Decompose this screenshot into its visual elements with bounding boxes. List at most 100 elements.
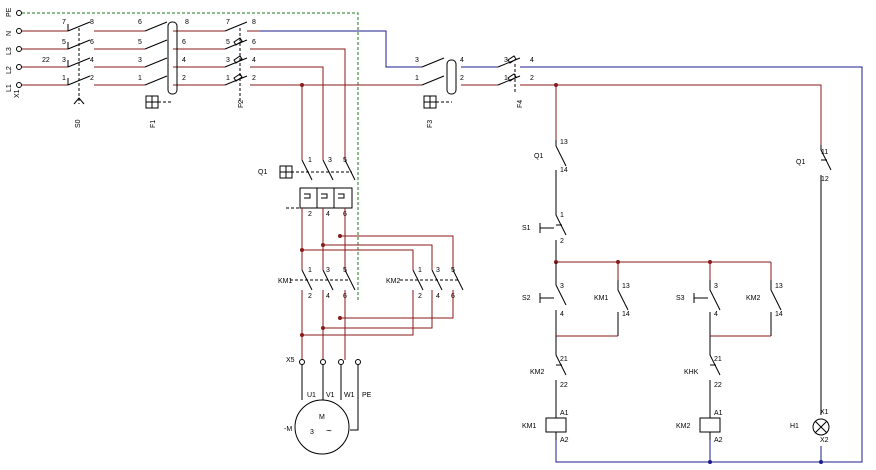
breaker-f1: F1 6 8 5 6 3 4 1 2 bbox=[138, 19, 189, 128]
q1-lamp-pin-11: 11 bbox=[821, 149, 828, 156]
supply-labels: X1 PE N L3 L2 L1 bbox=[6, 7, 21, 98]
s2-pin-3: 3 bbox=[560, 283, 564, 290]
f4-pin-3: 3 bbox=[504, 57, 508, 64]
motor-tag: -M bbox=[284, 426, 292, 433]
breaker-f3: F3 3 4 1 2 bbox=[415, 57, 498, 128]
q1-aux-label: Q1 bbox=[534, 153, 543, 160]
f2-pin-7: 7 bbox=[226, 19, 230, 26]
f1-pin-3: 3 bbox=[138, 57, 142, 64]
contactor-km2-main: KM2 1 3 5 2 4 6 bbox=[386, 267, 464, 300]
s0-pin-7: 7 bbox=[62, 19, 66, 26]
q1-aux-pin-14: 14 bbox=[560, 167, 568, 174]
km2-pin-1: 1 bbox=[418, 267, 422, 274]
s0-label: S0 bbox=[75, 119, 82, 128]
s3-pin-4: 4 bbox=[714, 311, 718, 318]
s0-pin-1: 1 bbox=[62, 75, 66, 82]
pe-conductor bbox=[22, 12, 359, 300]
f1-label: F1 bbox=[150, 120, 157, 128]
motor-protector-q1: Q1 1 3 5 2 4 6 bbox=[258, 157, 356, 218]
km1-hold-pin-13: 13 bbox=[622, 283, 630, 290]
s2-pin-4: 4 bbox=[560, 311, 564, 318]
s3-pin-3: 3 bbox=[714, 283, 718, 290]
motor-letter: M bbox=[319, 414, 325, 421]
km2-main-label: KM2 bbox=[386, 278, 401, 285]
f1-pin-6: 6 bbox=[182, 39, 186, 46]
km2-coil-label: KM2 bbox=[676, 423, 691, 430]
km1-coil-a2: A2 bbox=[560, 437, 569, 444]
stop-button-s1: S1 1 2 bbox=[522, 205, 567, 262]
f2-pin-1: 1 bbox=[226, 75, 230, 82]
km1-pin-1: 1 bbox=[308, 267, 312, 274]
fuse-f4: F4 3 4 1 2 bbox=[497, 55, 534, 108]
f3-pin-2: 2 bbox=[460, 75, 464, 82]
f2-pin-3: 3 bbox=[226, 57, 230, 64]
q1-lamp-aux-label: Q1 bbox=[796, 159, 805, 166]
f4-pin-1: 1 bbox=[504, 75, 508, 82]
coil-km1: KM1 A1 A2 bbox=[522, 410, 569, 444]
control-rail bbox=[520, 84, 822, 145]
supply-lines bbox=[22, 30, 422, 160]
f2-pin-4: 4 bbox=[252, 57, 256, 64]
q1-pin-5: 5 bbox=[343, 157, 347, 164]
f1-pin-2: 2 bbox=[182, 75, 186, 82]
km2-hold-pin-13: 13 bbox=[775, 283, 783, 290]
km1-hold-pin-14: 14 bbox=[622, 311, 630, 318]
motor-terminal-w1: W1 bbox=[344, 392, 355, 399]
s0-pin-5: 5 bbox=[62, 39, 66, 46]
f1-pin-5: 5 bbox=[138, 39, 142, 46]
s0-pin-6: 6 bbox=[90, 39, 94, 46]
motor-phases: 3 bbox=[310, 429, 314, 436]
km1-pin-4: 4 bbox=[326, 293, 330, 300]
f2-pin-6: 6 bbox=[252, 39, 256, 46]
km2-pin-5: 5 bbox=[451, 267, 455, 274]
f1-pin-7: 6 bbox=[138, 19, 142, 26]
f4-pin-2: 2 bbox=[530, 75, 534, 82]
km1-coil-label: KM1 bbox=[522, 423, 537, 430]
line-pe-label: PE bbox=[6, 7, 13, 17]
switch-s0: S0 7 8 5 6 3 4 1 2 22 bbox=[42, 19, 94, 128]
km2-pin-2: 2 bbox=[418, 293, 422, 300]
f1-pin-4: 4 bbox=[182, 57, 186, 64]
q1-lamp-pin-12: 12 bbox=[821, 176, 829, 183]
km1-pin-5: 5 bbox=[343, 267, 347, 274]
motor-terminal-v1: V1 bbox=[326, 392, 335, 399]
s1-pin-1: 1 bbox=[560, 212, 564, 219]
f1-pin-1: 1 bbox=[138, 75, 142, 82]
km2-pin-4: 4 bbox=[436, 293, 440, 300]
line-l1-label: L1 bbox=[6, 84, 13, 92]
h1-label: H1 bbox=[790, 423, 799, 430]
lamp-h1: H1 X1 X2 bbox=[790, 409, 830, 444]
km2-interlock-pin-22: 22 bbox=[560, 382, 568, 389]
km2-hold-label: KM2 bbox=[746, 295, 761, 302]
f3-pin-3: 3 bbox=[415, 57, 419, 64]
q1-pin-1: 1 bbox=[308, 157, 312, 164]
f3-label: F3 bbox=[427, 120, 434, 128]
supply-terminals bbox=[16, 10, 22, 88]
h1-pin-x1: X1 bbox=[820, 409, 829, 416]
q1-aux-lamp-contact: Q1 11 12 bbox=[796, 145, 832, 415]
x5-label: X5 bbox=[286, 357, 295, 364]
km1-interlock-pin-22: 22 bbox=[714, 382, 722, 389]
q1-aux-pin-13: 13 bbox=[560, 139, 568, 146]
line-n-label: N bbox=[6, 31, 13, 36]
km2-hold-pin-14: 14 bbox=[775, 311, 783, 318]
s3-label: S3 bbox=[676, 295, 685, 302]
terminal-n bbox=[16, 28, 22, 34]
km1-main-label: KM1 bbox=[278, 278, 293, 285]
q1-aux-contact: Q1 13 14 bbox=[534, 139, 568, 205]
coil-km2: KM2 A1 A2 bbox=[676, 410, 723, 444]
f2-pin-2: 2 bbox=[252, 75, 256, 82]
motor-tilde: ~ bbox=[326, 426, 332, 437]
km1-interlock-pin-21: 21 bbox=[714, 356, 722, 363]
s0-pin-2: 2 bbox=[90, 75, 94, 82]
start-button-s3: S3 3 4 bbox=[676, 280, 721, 336]
terminal-x1-label: X1 bbox=[14, 89, 21, 98]
s1-label: S1 bbox=[522, 225, 531, 232]
f2-label: F2 bbox=[238, 100, 245, 108]
km2-coil-a2: A2 bbox=[714, 437, 723, 444]
terminal-l3 bbox=[16, 46, 22, 52]
q1-pin-3: 3 bbox=[328, 157, 332, 164]
km2-pin-3: 3 bbox=[436, 267, 440, 274]
terminal-pe bbox=[16, 10, 22, 16]
